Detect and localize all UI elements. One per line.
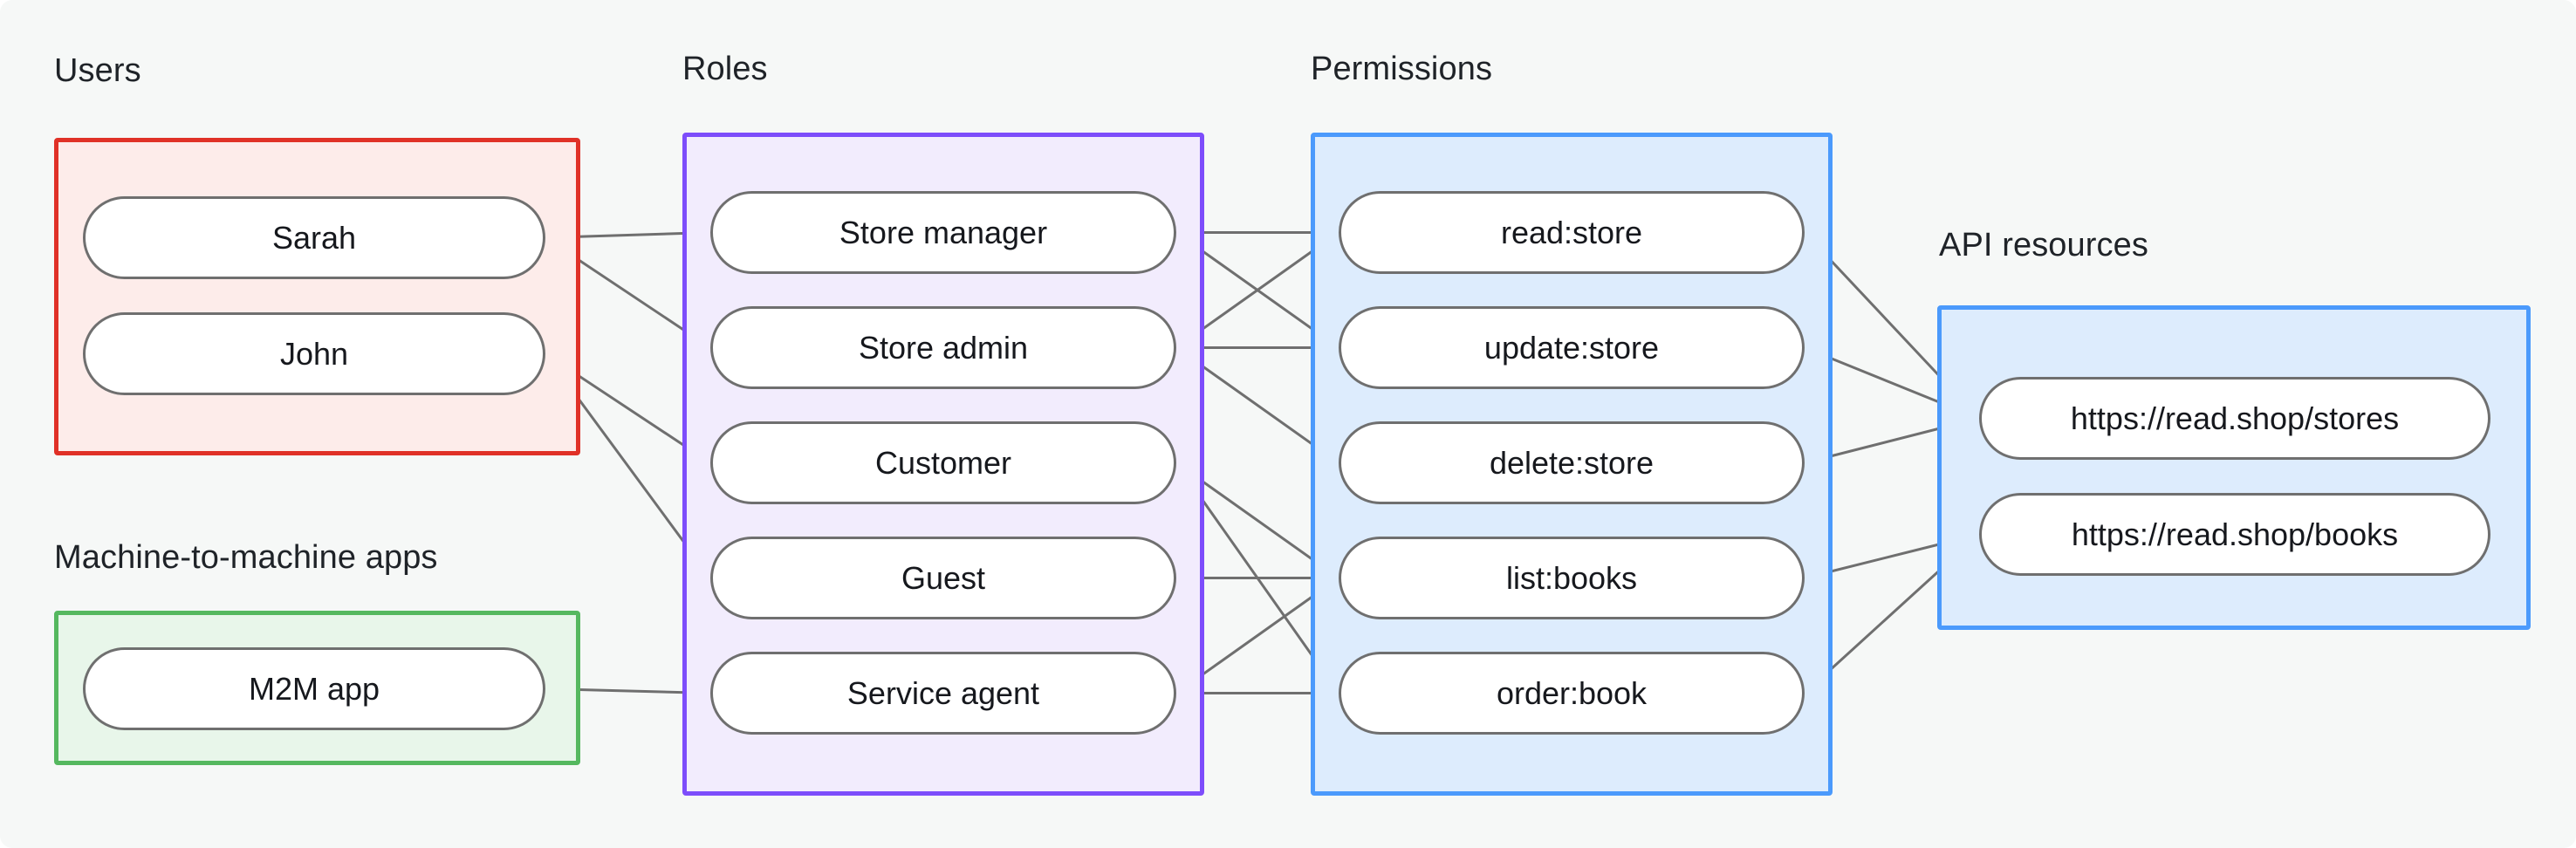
- roles-group-label: Roles: [682, 51, 768, 87]
- role-node-service-agent[interactable]: Service agent: [710, 652, 1176, 735]
- permission-node-update-store[interactable]: update:store: [1339, 306, 1805, 389]
- role-node-store-admin[interactable]: Store admin: [710, 306, 1176, 389]
- m2m-group-label: Machine-to-machine apps: [54, 539, 438, 576]
- api-resources-group-box: [1937, 305, 2531, 630]
- role-node-guest[interactable]: Guest: [710, 537, 1176, 619]
- permission-node-list-books[interactable]: list:books: [1339, 537, 1805, 619]
- user-node-sarah[interactable]: Sarah: [83, 196, 545, 279]
- role-node-customer[interactable]: Customer: [710, 421, 1176, 504]
- role-node-store-manager[interactable]: Store manager: [710, 191, 1176, 274]
- api-resource-node-books[interactable]: https://read.shop/books: [1979, 493, 2490, 576]
- permission-node-read-store[interactable]: read:store: [1339, 191, 1805, 274]
- api-resources-group-label: API resources: [1939, 227, 2148, 263]
- api-resource-node-stores[interactable]: https://read.shop/stores: [1979, 377, 2490, 460]
- user-node-john[interactable]: John: [83, 312, 545, 395]
- m2m-node-app[interactable]: M2M app: [83, 647, 545, 730]
- permission-node-delete-store[interactable]: delete:store: [1339, 421, 1805, 504]
- users-group-box: [54, 138, 580, 455]
- users-group-label: Users: [54, 52, 141, 89]
- permissions-group-label: Permissions: [1311, 51, 1493, 87]
- permission-node-order-book[interactable]: order:book: [1339, 652, 1805, 735]
